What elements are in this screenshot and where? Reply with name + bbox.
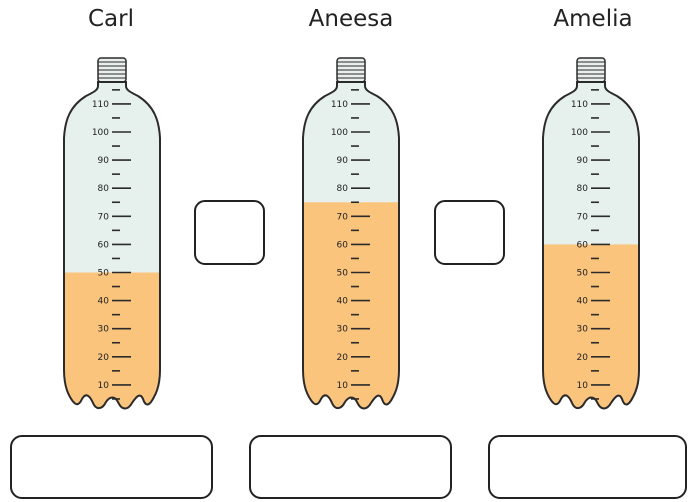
scale-label: 30 — [577, 325, 589, 335]
bottle-aneesa: 10 20 30 40 50 60 70 80 90 100 110 — [302, 57, 400, 410]
scale-label: 110 — [92, 100, 109, 110]
scale-label: 80 — [98, 184, 110, 194]
scale-label: 70 — [98, 212, 110, 222]
scale-label: 70 — [577, 212, 589, 222]
scale-label: 100 — [331, 128, 348, 138]
compare-box-carl-aneesa[interactable] — [194, 200, 265, 265]
scale-label: 20 — [98, 353, 110, 363]
scale-label: 10 — [98, 381, 110, 391]
scale-label: 90 — [337, 156, 349, 166]
bottle-outline — [542, 81, 640, 410]
answer-box-aneesa[interactable] — [249, 435, 452, 499]
bottle-cap — [336, 57, 366, 83]
bottle-outline — [302, 81, 400, 410]
name-label-amelia: Amelia — [553, 6, 633, 32]
scale-label: 30 — [98, 325, 110, 335]
bottle-liquid — [303, 202, 399, 409]
scale-label: 60 — [337, 240, 349, 250]
scale-label: 10 — [577, 381, 589, 391]
bottle-cap — [576, 57, 606, 83]
scale-label: 50 — [337, 269, 349, 279]
scale-label: 40 — [98, 297, 110, 307]
answer-box-carl[interactable] — [10, 435, 213, 499]
scale-label: 80 — [337, 184, 349, 194]
scale-label: 60 — [98, 240, 110, 250]
compare-box-aneesa-amelia[interactable] — [434, 200, 505, 265]
scale-label: 90 — [98, 156, 110, 166]
bottle-amelia: 10 20 30 40 50 60 70 80 90 100 110 — [542, 57, 640, 410]
scale-label: 110 — [571, 100, 588, 110]
scale-label: 10 — [337, 381, 349, 391]
bottle-cap — [97, 57, 127, 83]
name-label-carl: Carl — [88, 6, 134, 32]
scale-label: 60 — [577, 240, 589, 250]
scale-label: 90 — [577, 156, 589, 166]
name-label-aneesa: Aneesa — [308, 6, 394, 32]
scale-label: 40 — [577, 297, 589, 307]
scale-label: 20 — [337, 353, 349, 363]
scale-label: 70 — [337, 212, 349, 222]
bottle-outline — [63, 81, 161, 410]
scale-label: 110 — [331, 100, 348, 110]
bottle-carl: 10 20 30 40 50 60 70 80 90 100 110 — [63, 57, 161, 410]
scale-label: 50 — [577, 269, 589, 279]
scale-label: 20 — [577, 353, 589, 363]
bottle-liquid — [64, 272, 160, 409]
scale-label: 100 — [92, 128, 109, 138]
scale-label: 100 — [571, 128, 588, 138]
scale-label: 50 — [98, 269, 110, 279]
scale-label: 30 — [337, 325, 349, 335]
scale-label: 40 — [337, 297, 349, 307]
answer-box-amelia[interactable] — [488, 435, 687, 499]
scale-label: 80 — [577, 184, 589, 194]
